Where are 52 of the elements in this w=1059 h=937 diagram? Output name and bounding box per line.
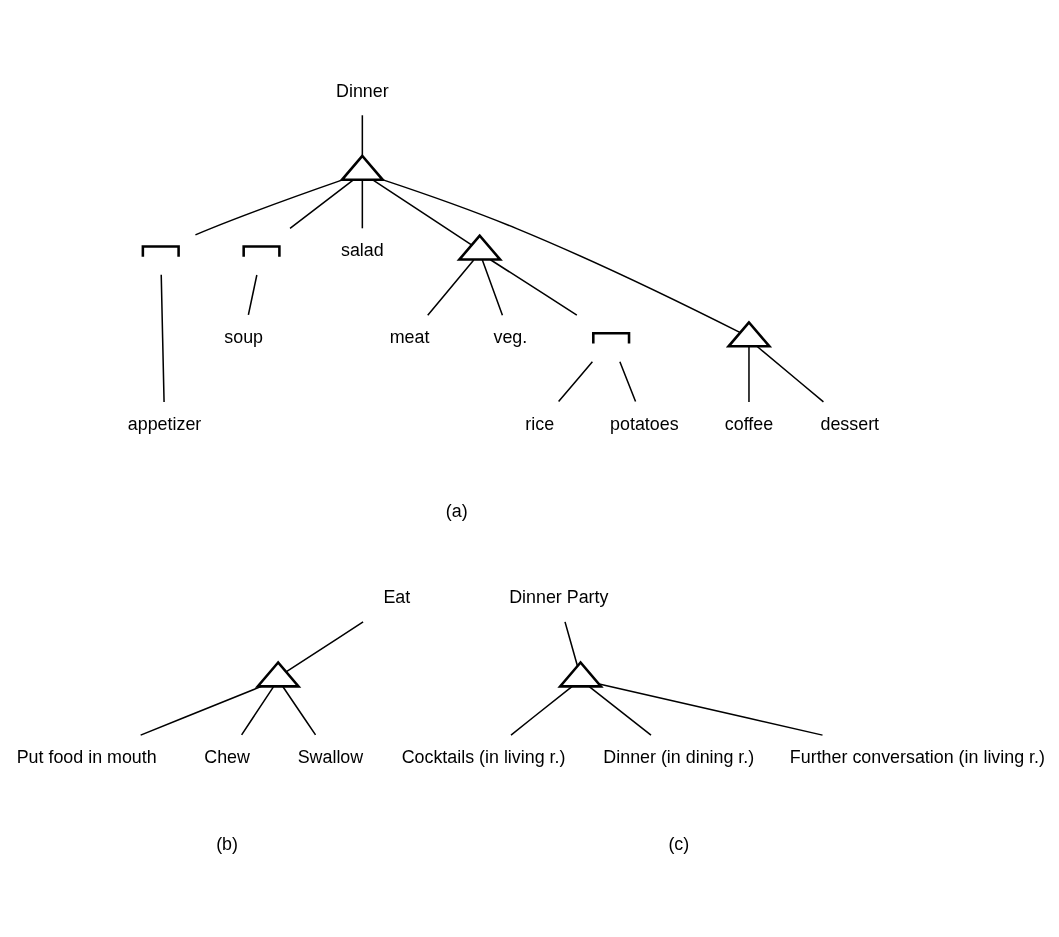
node-text: Put food in mouth xyxy=(16,746,157,767)
node-triangle xyxy=(339,153,386,182)
node-text: Dinner Party xyxy=(509,587,609,608)
node-bracket xyxy=(242,245,281,257)
node-text: coffee xyxy=(724,413,774,434)
node-text: veg. xyxy=(493,327,528,348)
node-text: Swallow xyxy=(297,746,364,767)
connector xyxy=(240,686,275,736)
connector xyxy=(426,259,475,316)
connector xyxy=(598,683,824,736)
node-text: dessert xyxy=(820,413,880,434)
node-bracket xyxy=(141,245,180,257)
connector xyxy=(194,179,344,236)
connector xyxy=(382,179,741,334)
connector xyxy=(361,114,364,157)
node-triangle xyxy=(456,233,503,261)
connector xyxy=(748,346,750,403)
connector xyxy=(289,179,355,230)
connector xyxy=(282,686,317,736)
node-text: potatoes xyxy=(610,413,679,434)
node-triangle xyxy=(254,660,302,688)
node-text: meat xyxy=(389,327,430,348)
connector xyxy=(372,179,472,246)
node-text: Further conversation (in living r.) xyxy=(789,746,1045,767)
connector xyxy=(481,259,504,316)
connector xyxy=(564,621,579,667)
connector xyxy=(619,361,637,403)
connector xyxy=(588,685,652,736)
node-text: Eat xyxy=(383,587,411,608)
node-text: Cocktails (in living r.) xyxy=(401,746,566,767)
connector xyxy=(160,274,165,403)
node-text: appetizer xyxy=(127,413,202,434)
connector xyxy=(557,361,594,403)
label: (b) xyxy=(216,833,238,854)
connector xyxy=(756,345,825,403)
connector xyxy=(489,258,578,316)
node-text: rice xyxy=(525,413,555,434)
connector xyxy=(139,685,263,736)
node-text: Dinner (in dining r.) xyxy=(603,746,755,767)
node-triangle xyxy=(725,320,773,348)
node-text: Dinner xyxy=(336,80,389,101)
node-bracket xyxy=(592,331,631,344)
connector xyxy=(247,274,258,316)
label: (c) xyxy=(668,833,690,854)
node-triangle xyxy=(557,660,604,688)
node-text: soup xyxy=(224,327,264,348)
connector xyxy=(361,179,364,230)
label: (a) xyxy=(445,500,468,521)
connector xyxy=(510,685,573,736)
connector xyxy=(285,621,364,673)
node-text: salad xyxy=(340,240,384,261)
node-text: Chew xyxy=(204,746,250,767)
